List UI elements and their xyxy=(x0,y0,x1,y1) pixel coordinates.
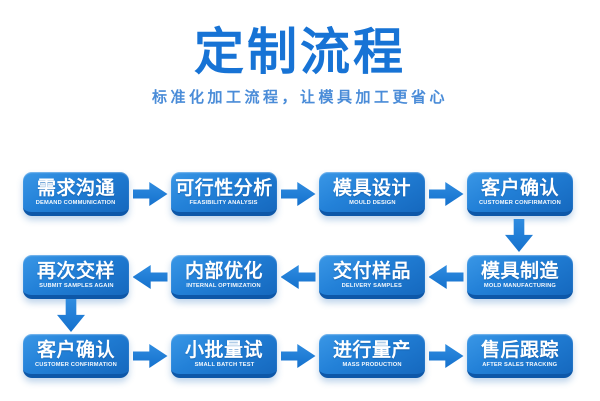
flow-step-submit-samples-again: 再次交样 SUBMIT SAMPLES AGAIN xyxy=(23,255,129,299)
flow-step-demand-communication: 需求沟通 DEMAND COMMUNICATION xyxy=(23,172,129,216)
arrow-right-icon xyxy=(428,182,464,206)
arrow-left-icon xyxy=(428,265,464,289)
flow-step-delivery-samples: 交付样品 DELIVERY SAMPLES xyxy=(319,255,425,299)
flow-row-3: 客户确认 CUSTOMER CONFIRMATION 小批量试 SMALL BA… xyxy=(23,334,573,378)
step-label-en: DEMAND COMMUNICATION xyxy=(36,199,116,206)
step-label-en: SMALL BATCH TEST xyxy=(194,361,254,368)
flow-step-small-batch-test: 小批量试 SMALL BATCH TEST xyxy=(171,334,277,378)
arrow-right-icon xyxy=(132,182,168,206)
step-label-en: MASS PRODUCTION xyxy=(342,361,402,368)
step-label-zh: 客户确认 xyxy=(480,177,559,199)
flow-row-1: 需求沟通 DEMAND COMMUNICATION 可行性分析 FEASIBIL… xyxy=(23,172,573,216)
arrow-down-icon xyxy=(57,299,85,332)
arrow-right-icon xyxy=(428,344,464,368)
arrow-right-icon xyxy=(280,344,316,368)
step-label-zh: 再次交样 xyxy=(36,260,115,282)
arrow-left-icon xyxy=(132,265,168,289)
step-label-en: AFTER SALES TRACKING xyxy=(482,361,558,368)
flow-step-feasibility-analysis: 可行性分析 FEASIBILITY ANALYSIS xyxy=(171,172,277,216)
arrow-right-icon xyxy=(280,182,316,206)
step-label-en: DELIVERY SAMPLES xyxy=(341,282,403,289)
flow-step-mass-production: 进行量产 MASS PRODUCTION xyxy=(319,334,425,378)
page-subtitle: 标准化加工流程，让模具加工更省心 xyxy=(151,89,448,106)
step-label-zh: 交付样品 xyxy=(332,260,411,282)
step-label-en: MOLD MANUFACTURING xyxy=(483,282,557,289)
step-label-en: SUBMIT SAMPLES AGAIN xyxy=(38,282,114,289)
step-label-en: INTERNAL OPTIMIZATION xyxy=(186,282,262,289)
step-label-zh: 售后跟踪 xyxy=(480,339,559,361)
step-label-en: MOULD DESIGN xyxy=(348,199,396,206)
arrow-down-icon xyxy=(505,219,533,252)
arrow-left-icon xyxy=(280,265,316,289)
step-label-zh: 进行量产 xyxy=(332,339,411,361)
flow-step-internal-optimization: 内部优化 INTERNAL OPTIMIZATION xyxy=(171,255,277,299)
step-label-en: CUSTOMER CONFIRMATION xyxy=(479,199,561,206)
flow-step-customer-confirmation-2: 客户确认 CUSTOMER CONFIRMATION xyxy=(23,334,129,378)
step-label-zh: 内部优化 xyxy=(184,260,263,282)
step-label-zh: 小批量试 xyxy=(184,339,263,361)
flow-step-customer-confirmation-1: 客户确认 CUSTOMER CONFIRMATION xyxy=(467,172,573,216)
flow-step-mould-design: 模具设计 MOULD DESIGN xyxy=(319,172,425,216)
flow-row-2: 再次交样 SUBMIT SAMPLES AGAIN 内部优化 INTERNAL … xyxy=(23,255,573,299)
step-label-zh: 模具制造 xyxy=(480,260,559,282)
step-label-en: CUSTOMER CONFIRMATION xyxy=(35,361,117,368)
step-label-en: FEASIBILITY ANALYSIS xyxy=(189,199,259,206)
step-label-zh: 可行性分析 xyxy=(175,177,273,199)
step-label-zh: 需求沟通 xyxy=(36,177,115,199)
flow-step-mold-manufacturing: 模具制造 MOLD MANUFACTURING xyxy=(467,255,573,299)
arrow-right-icon xyxy=(132,344,168,368)
page-title: 定制流程 xyxy=(194,24,406,80)
flow-step-after-sales-tracking: 售后跟踪 AFTER SALES TRACKING xyxy=(467,334,573,378)
step-label-zh: 客户确认 xyxy=(36,339,115,361)
step-label-zh: 模具设计 xyxy=(332,177,411,199)
